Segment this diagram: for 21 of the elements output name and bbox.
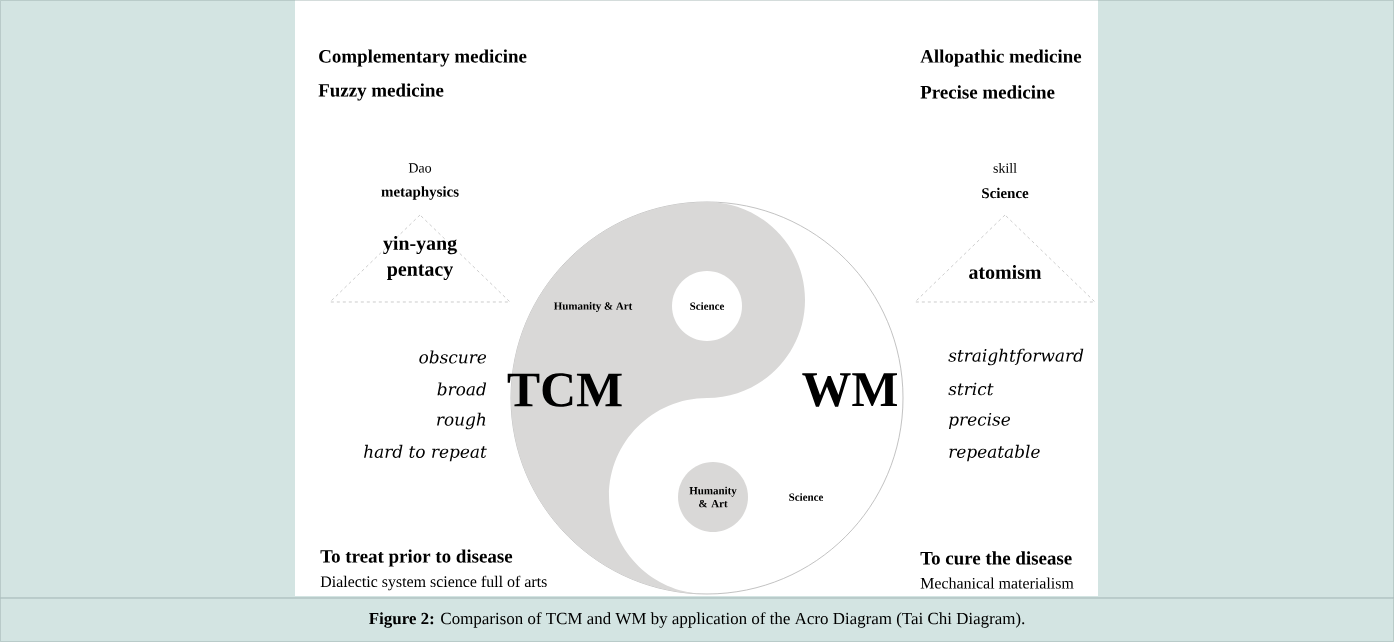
trait-label: hard to repeat xyxy=(364,444,487,462)
trait-label: rough xyxy=(437,412,486,430)
trait-label: repeatable xyxy=(949,444,1040,462)
trait-label: obscure xyxy=(419,350,487,364)
heading-text: Allopathic medicine xyxy=(920,49,1082,67)
trait-label: straightforward xyxy=(948,348,1084,366)
concept-label: skill xyxy=(993,163,1017,173)
trait-label: strict xyxy=(948,382,994,396)
heading-text: Complementary medicine xyxy=(319,49,527,67)
trait-label: broad xyxy=(437,382,487,396)
concept-label: Science xyxy=(982,187,1029,199)
heading-text: Fuzzy medicine xyxy=(318,83,444,101)
summary-label: Mechanical materialism xyxy=(920,577,1074,589)
trait-label: precise xyxy=(948,413,1011,429)
figure-caption: Figure 2: Comparison of TCM and WM by application of the Acro Diagram (Tai Chi Diagram). xyxy=(369,612,1025,628)
approach-label: To cure the disease xyxy=(920,551,1072,565)
triangle: yin-yang pentacy xyxy=(329,214,511,303)
concept-label: Dao xyxy=(408,163,432,173)
triangle: atomism xyxy=(914,214,1096,303)
heading-text: Precise medicine xyxy=(920,85,1055,99)
concept-label: metaphysics xyxy=(381,186,459,200)
